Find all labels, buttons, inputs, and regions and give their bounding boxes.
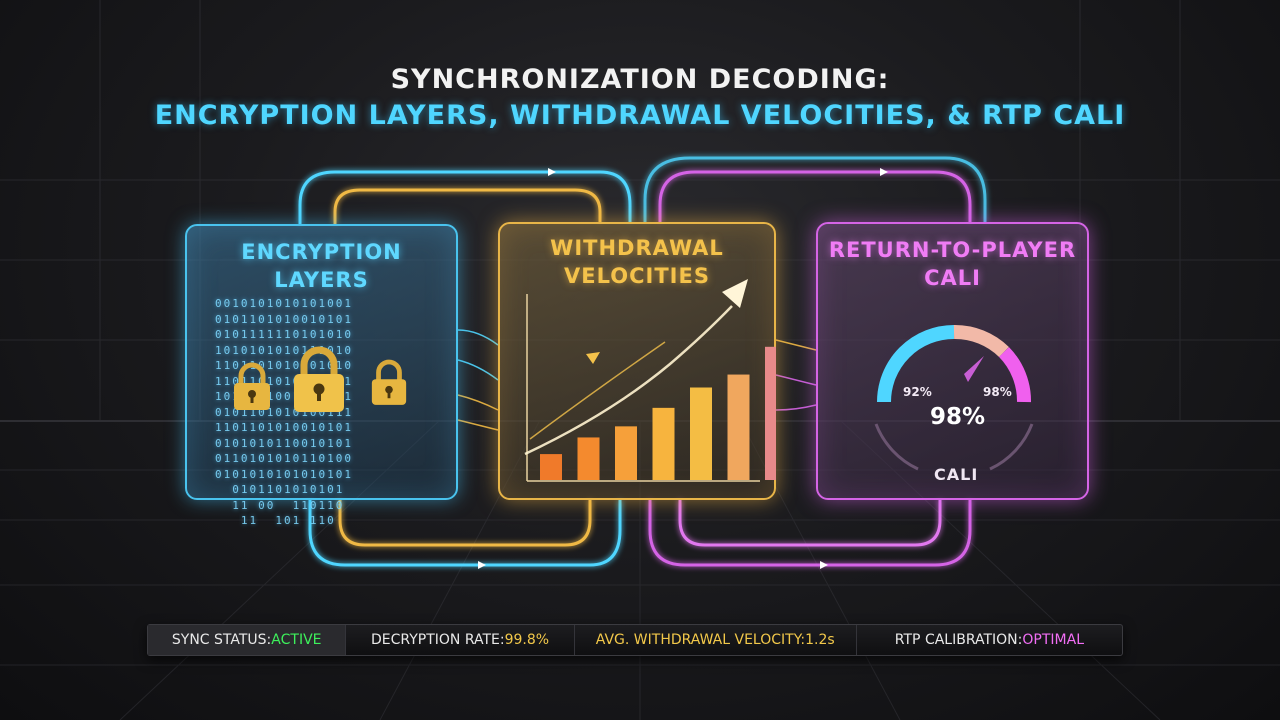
decryption-rate: DECRYPTION RATE: 99.8% xyxy=(345,625,573,655)
binary-row: 0101010110010101 xyxy=(215,436,353,450)
withdrawal-title-line2: VELOCITIES xyxy=(564,264,710,288)
gauge-needle xyxy=(964,356,984,382)
binary-row: 0101111110101010 xyxy=(215,328,353,341)
encryption-title-line2: LAYERS xyxy=(274,268,369,292)
trend-arrow-icon xyxy=(722,279,748,308)
withdrawal-velocity-value: 1.2s xyxy=(805,632,835,648)
rtp-panel-title: RETURN-TO-PLAYER CALI xyxy=(818,236,1087,292)
bar-1 xyxy=(540,454,562,480)
sync-status-value: ACTIVE xyxy=(271,632,322,648)
rtp-title-line2: CALI xyxy=(924,266,981,290)
trend-swoosh xyxy=(524,305,733,456)
bar-7 xyxy=(765,346,776,480)
bar-6 xyxy=(727,374,750,480)
padlock-icon xyxy=(371,359,407,405)
padlock-icon xyxy=(234,362,270,410)
encryption-panel-title: ENCRYPTION LAYERS xyxy=(187,238,456,294)
gauge-caption: CALI xyxy=(934,465,979,484)
sync-status: SYNC STATUS: ACTIVE xyxy=(148,625,346,655)
gauge-arc-cyan xyxy=(877,325,955,403)
binary-row: 11 00 110110 xyxy=(215,498,353,512)
binary-row: 1101101010010101 xyxy=(215,421,353,434)
gauge-right-label: 98% xyxy=(983,385,1012,399)
withdrawal-velocity: AVG. WITHDRAWAL VELOCITY: 1.2s xyxy=(573,625,856,655)
gauge-value: 98% xyxy=(930,404,986,430)
title-line-1: SYNCHRONIZATION DECODING: xyxy=(390,64,890,95)
bar-4 xyxy=(652,407,675,480)
withdrawal-velocities-panel: WITHDRAWAL VELOCITIES xyxy=(498,222,776,500)
gauge-arc-peach xyxy=(953,324,1009,358)
status-bar: SYNC STATUS: ACTIVE DECRYPTION RATE: 99.… xyxy=(147,624,1123,656)
sync-status-label: SYNC STATUS: xyxy=(171,632,272,648)
rtp-gauge xyxy=(874,324,1034,471)
bar-3 xyxy=(615,426,637,480)
gauge-arc-magenta xyxy=(998,347,1032,403)
encryption-title-line1: ENCRYPTION xyxy=(241,240,402,264)
rtp-calibration-value: OPTIMAL xyxy=(1022,632,1084,648)
gauge-left-label: 92% xyxy=(903,385,932,399)
encryption-layers-panel: ENCRYPTION LAYERS 0010101010101001 010110… xyxy=(185,224,458,527)
withdrawal-velocity-label: AVG. WITHDRAWAL VELOCITY: xyxy=(595,632,806,648)
withdrawal-panel-title: WITHDRAWAL VELOCITIES xyxy=(500,234,774,290)
rtp-calibration: RTP CALIBRATION: OPTIMAL xyxy=(855,625,1122,655)
binary-row: 0101101010101 xyxy=(215,483,353,496)
binary-row: 0101010101010101 xyxy=(215,467,353,481)
title-line-2: ENCRYPTION LAYERS, WITHDRAWAL VELOCITIES… xyxy=(154,100,1126,131)
bar-5 xyxy=(690,387,712,480)
binary-row: 1101101010101010 xyxy=(215,359,353,372)
rtp-calibration-label: RTP CALIBRATION: xyxy=(894,632,1023,648)
binary-row: 0101101010010101 xyxy=(215,312,353,326)
return-to-player-panel: RETURN-TO-PLAYER CALI xyxy=(816,222,1089,500)
binary-row: 0110101010110100 xyxy=(215,452,353,465)
padlock-icon xyxy=(294,346,344,412)
binary-row: 11 101 110 xyxy=(215,514,353,527)
binary-row: 0010101010101001 xyxy=(215,297,353,310)
withdrawal-title-line1: WITHDRAWAL xyxy=(550,236,724,260)
decryption-rate-label: DECRYPTION RATE: xyxy=(370,632,505,648)
bar-2 xyxy=(577,437,600,480)
withdrawal-bar-chart xyxy=(524,279,776,482)
rtp-title-line1: RETURN-TO-PLAYER xyxy=(828,238,1077,262)
decryption-rate-value: 99.8% xyxy=(504,632,550,648)
